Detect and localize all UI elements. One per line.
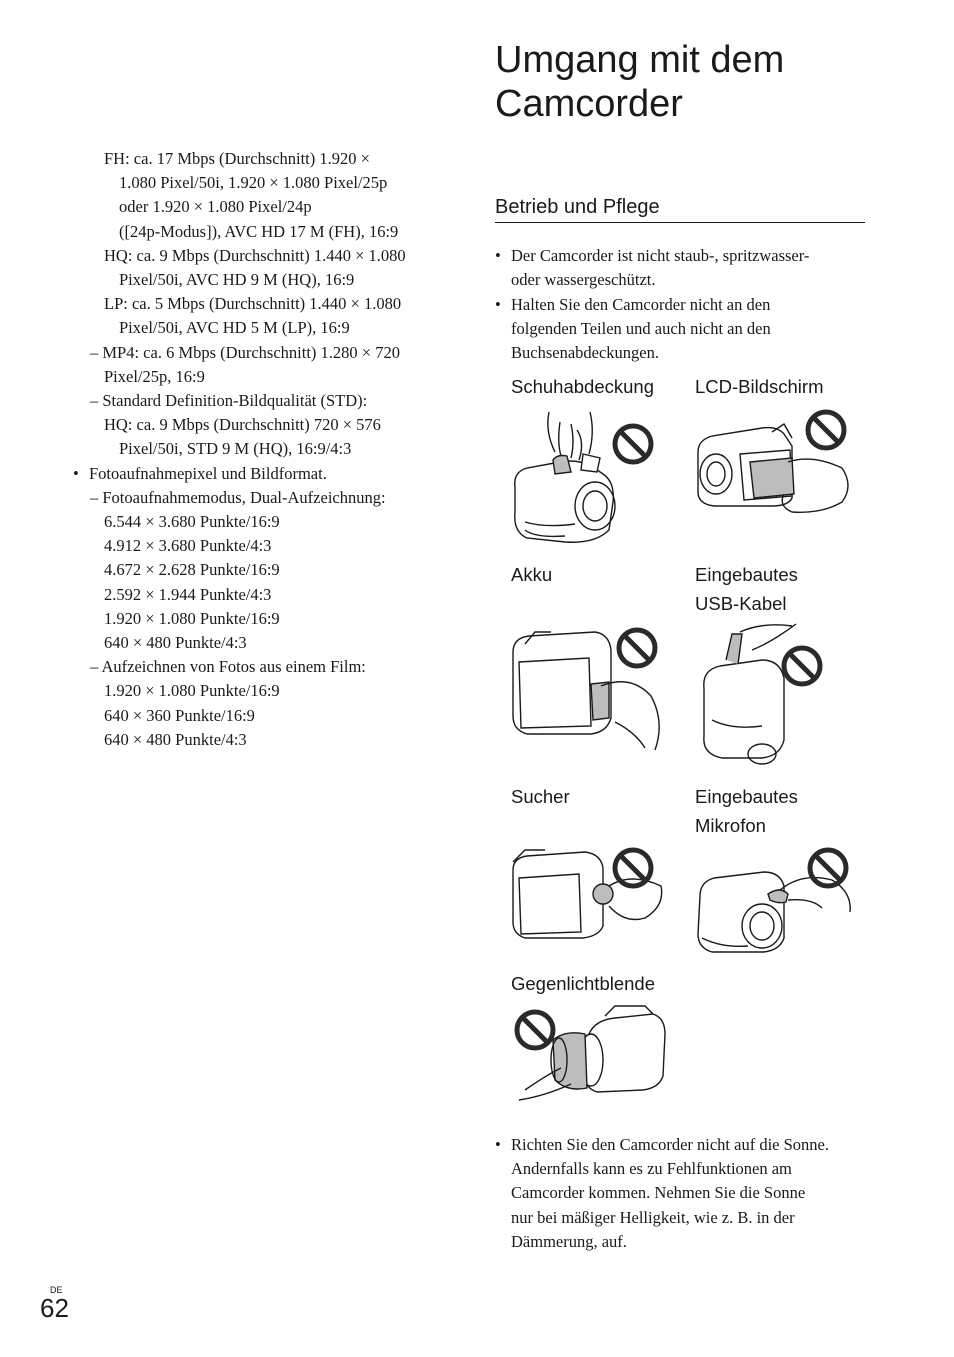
section-heading: Betrieb und Pflege — [495, 196, 660, 218]
text-line: ([24p-Modus]), AVC HD 17 M (FH), 16:9 — [119, 221, 399, 241]
prohibited-icon — [807, 847, 849, 889]
shoe-cover-illustration — [514, 411, 654, 543]
page-title-line: Camcorder — [495, 83, 683, 125]
text-line: – Standard Definition-Bildqualität (STD)… — [90, 391, 368, 411]
page-language-label: DE — [50, 1285, 63, 1295]
text-line: 6.544 × 3.680 Punkte/16:9 — [104, 512, 280, 532]
lens-hood-illustration — [514, 1005, 666, 1101]
left-column: FH: ca. 17 Mbps (Durchschnitt) 1.920 × 1… — [72, 147, 452, 752]
prohibited-icon — [805, 409, 847, 451]
caption-usb: Eingebautes USB-Kabel — [695, 560, 798, 618]
text-line: 640 × 480 Punkte/4:3 — [104, 633, 247, 653]
bullet-line: Der Camcorder ist nicht staub-, spritzwa… — [511, 246, 810, 265]
text-line: Pixel/50i, AVC HD 9 M (HQ), 16:9 — [119, 270, 355, 290]
text-line: LP: ca. 5 Mbps (Durchschnitt) 1.440 × 1.… — [104, 294, 402, 314]
bullet-item: • Richten Sie den Camcorder nicht auf di… — [495, 1133, 865, 1254]
caption-mic-line: Eingebautes — [695, 786, 798, 807]
lcd-illustration — [697, 409, 849, 513]
caption-battery: Akku — [511, 564, 553, 585]
prohibited-icon — [616, 627, 658, 669]
caption-usb-line: USB-Kabel — [695, 593, 787, 614]
caption-lcd: LCD-Bildschirm — [695, 376, 824, 397]
section-divider — [495, 222, 865, 223]
bullet-line: Richten Sie den Camcorder nicht auf die … — [511, 1135, 829, 1154]
text-line: 4.672 × 2.628 Punkte/16:9 — [104, 560, 280, 580]
bullet-line: folgenden Teilen und auch nicht an den — [511, 319, 771, 339]
text-line: oder 1.920 × 1.080 Pixel/24p — [119, 197, 312, 217]
caption-lens-hood: Gegenlichtblende — [511, 973, 655, 994]
page-title-line: Umgang mit dem — [495, 39, 785, 81]
bullet-line: Andernfalls kann es zu Fehlfunktionen am — [511, 1159, 792, 1179]
usb-cable-illustration — [703, 623, 823, 765]
text-line: 1.920 × 1.080 Punkte/16:9 — [104, 608, 280, 628]
bullet-item: • Halten Sie den Camcorder nicht an den … — [495, 293, 865, 366]
text-line: – Aufzeichnen von Fotos aus einem Film: — [90, 657, 366, 677]
caption-viewfinder: Sucher — [511, 786, 570, 807]
prohibited-icon — [612, 847, 654, 889]
text-line: 1.920 × 1.080 Punkte/16:9 — [104, 681, 280, 701]
bullet-line: Camcorder kommen. Nehmen Sie die Sonne — [511, 1183, 806, 1203]
text-line: – MP4: ca. 6 Mbps (Durchschnitt) 1.280 ×… — [90, 342, 400, 362]
bullet-item: • Der Camcorder ist nicht staub-, spritz… — [495, 244, 865, 292]
text-line: HQ: ca. 9 Mbps (Durchschnitt) 720 × 576 — [104, 415, 381, 435]
bullet-line: Dämmerung, auf. — [511, 1231, 627, 1251]
bullet-line: Buchsenabdeckungen. — [511, 343, 659, 363]
microphone-illustration — [697, 847, 851, 953]
text-line: Pixel/50i, STD 9 M (HQ), 16:9/4:3 — [119, 439, 352, 459]
text-line: 4.912 × 3.680 Punkte/4:3 — [104, 536, 272, 556]
text-line: – Fotoaufnahmemodus, Dual-Aufzeichnung: — [90, 487, 386, 507]
page-number: 62 — [40, 1293, 69, 1323]
text-line: Pixel/25p, 16:9 — [104, 366, 205, 386]
caption-mic-line: Mikrofon — [695, 815, 766, 836]
prohibited-icon — [612, 423, 654, 465]
bullet-line: oder wassergeschützt. — [511, 270, 656, 290]
bullet-line: Halten Sie den Camcorder nicht an den — [511, 295, 771, 314]
text-line: HQ: ca. 9 Mbps (Durchschnitt) 1.440 × 1.… — [104, 245, 406, 265]
viewfinder-illustration — [512, 847, 663, 939]
text-line: 640 × 480 Punkte/4:3 — [104, 729, 247, 749]
caption-usb-line: Eingebautes — [695, 564, 798, 585]
text-line: FH: ca. 17 Mbps (Durchschnitt) 1.920 × — [104, 149, 370, 168]
bullet-item: Fotoaufnahmepixel und Bildformat. — [72, 462, 452, 486]
prohibited-icon — [781, 645, 823, 687]
battery-illustration — [512, 627, 660, 751]
text-line: 2.592 × 1.944 Punkte/4:3 — [104, 584, 272, 604]
caption-shoe-cover: Schuhabdeckung — [511, 376, 654, 397]
bullet-line: nur bei mäßiger Helligkeit, wie z. B. in… — [511, 1207, 795, 1227]
page-title: Umgang mit dem Camcorder — [495, 38, 784, 126]
text-line: 1.080 Pixel/50i, 1.920 × 1.080 Pixel/25p — [119, 173, 388, 193]
prohibited-icon — [514, 1009, 556, 1051]
caption-mic: Eingebautes Mikrofon — [695, 782, 798, 840]
text-line: 640 × 360 Punkte/16:9 — [104, 705, 255, 725]
text-line: Pixel/50i, AVC HD 5 M (LP), 16:9 — [119, 318, 350, 338]
